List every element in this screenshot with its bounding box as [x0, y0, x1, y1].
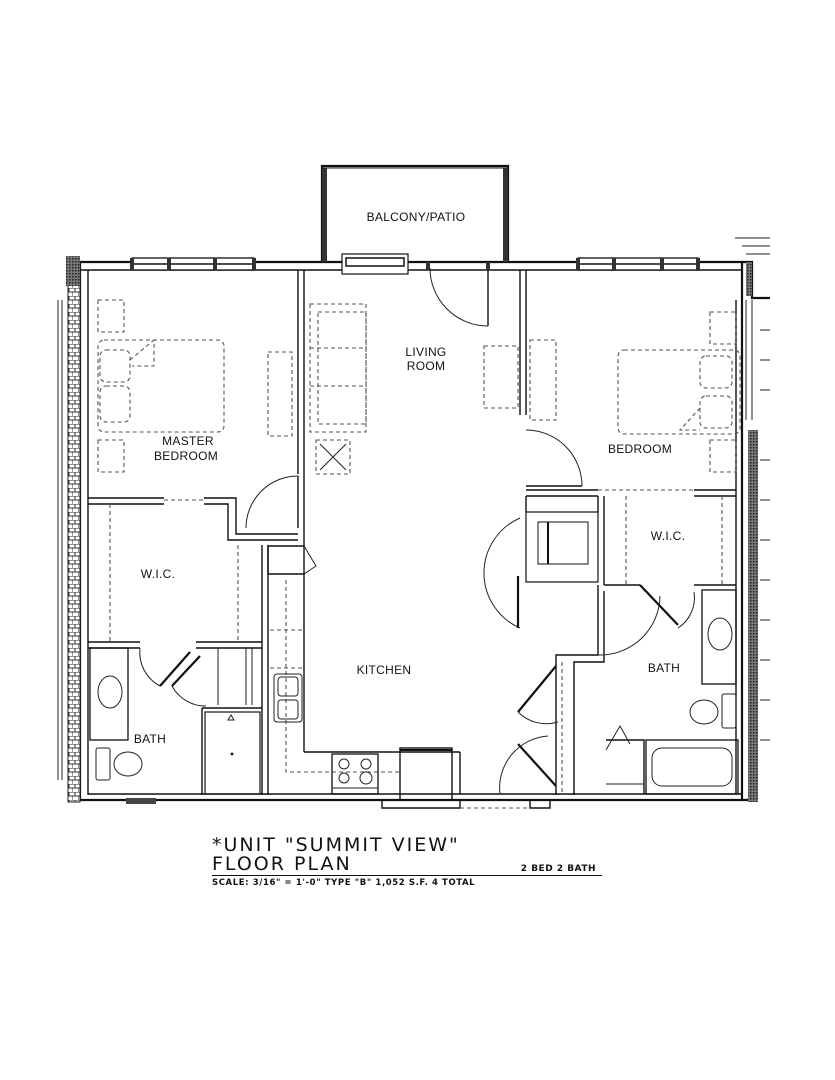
room-label-master-1: MASTER: [162, 434, 214, 448]
room-label-bath-left: BATH: [134, 732, 166, 746]
left-bath-fixtures: [89, 647, 261, 804]
right-bath-fixtures: [605, 589, 739, 795]
window-master: [130, 257, 256, 271]
room-label-wic-left: W.I.C.: [141, 567, 175, 581]
furniture: [97, 299, 741, 475]
kitchen-range: [331, 753, 379, 795]
room-label-master-2: BEDROOM: [154, 449, 218, 463]
room-label-bedroom: BEDROOM: [608, 442, 672, 456]
room-label-bath-right: BATH: [648, 661, 680, 675]
room-label-living-2: ROOM: [407, 359, 446, 373]
window-bedroom: [576, 257, 700, 271]
kitchen-cabinets: [267, 521, 589, 801]
title-row: FLOOR PLAN 2 BED 2 BATH: [212, 855, 602, 876]
plan-subtitle: FLOOR PLAN: [212, 853, 352, 875]
balcony-door: [426, 262, 490, 327]
refrigerator: [399, 747, 453, 801]
interior-walls: [88, 270, 736, 795]
window-living: [341, 253, 409, 275]
room-label-living-1: LIVING: [405, 345, 446, 359]
kitchen-sink: [273, 673, 303, 723]
plan-specs: SCALE: 3/16" = 1'-0" TYPE "B" 1,052 S.F.…: [212, 878, 476, 888]
bed-bath-count: 2 BED 2 BATH: [520, 864, 596, 874]
room-label-wic-right: W.I.C.: [651, 529, 685, 543]
stone-corner-left: [66, 256, 80, 286]
unit-name: *UNIT "SUMMIT VIEW": [212, 834, 460, 856]
exterior-walls: [78, 260, 750, 809]
balcony: [320, 164, 510, 262]
doors: [139, 429, 695, 795]
title-block: *UNIT "SUMMIT VIEW" FLOOR PLAN 2 BED 2 B…: [212, 836, 602, 888]
stone-veneer-right: [748, 430, 758, 802]
room-label-kitchen: KITCHEN: [357, 663, 412, 677]
room-label-balcony: BALCONY/PATIO: [367, 210, 466, 224]
brick-veneer-left: [67, 261, 81, 803]
